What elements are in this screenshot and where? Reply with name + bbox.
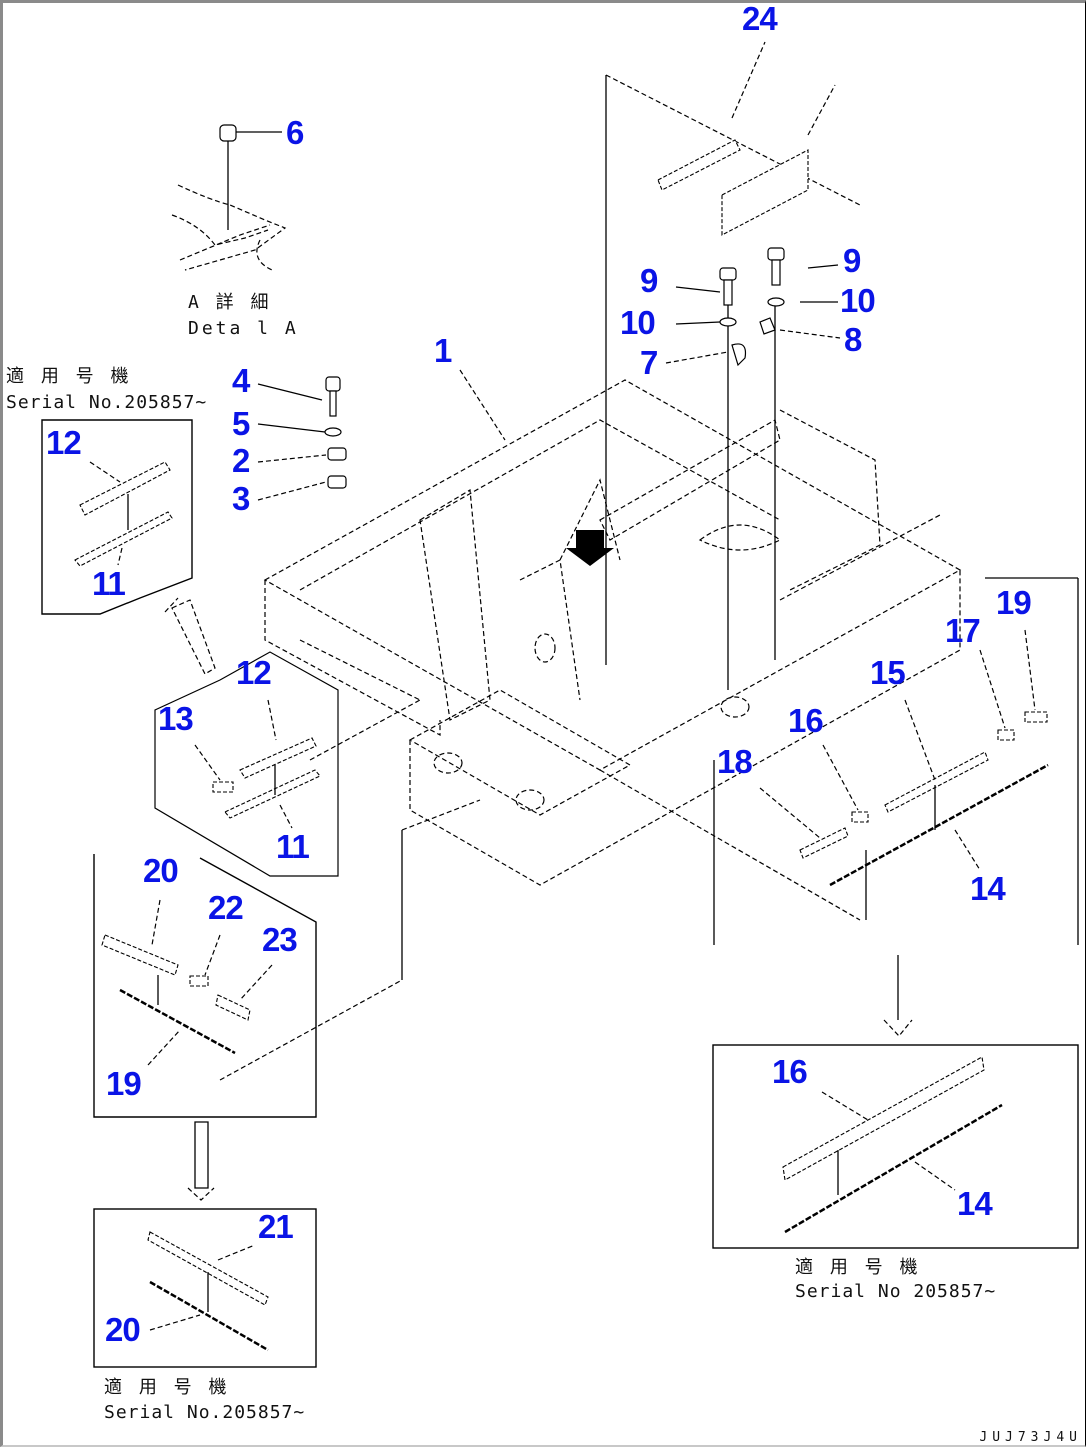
callout-11-middle: 11 — [276, 828, 310, 865]
detail-a-view — [171, 124, 287, 271]
callout-1: 1 — [434, 332, 452, 369]
arrow-down-right — [883, 955, 913, 1037]
detail-box-bottom-right — [712, 1044, 1079, 1249]
part-10-washer-right — [767, 297, 785, 307]
part-14-strip-bottom — [784, 1103, 1003, 1234]
callout-17: 18 — [717, 743, 753, 780]
part-15-plate-bottom — [782, 1056, 985, 1181]
callout-15-lower: 16 — [772, 1053, 808, 1090]
part-9-bolt-right — [767, 247, 785, 261]
serial-note-lower-left-jp: 適 用 号 機 — [104, 1377, 230, 1398]
front-direction-arrow — [566, 530, 614, 566]
part-2-cap — [327, 447, 347, 461]
part-19-strip — [119, 988, 236, 1055]
callout-23: 24 — [742, 0, 778, 37]
side-cover-assembly — [759, 629, 1049, 887]
part-14-strip — [829, 763, 1049, 887]
part-20-plate-bottom — [147, 1231, 269, 1306]
part-3-cap — [327, 475, 347, 489]
part-12-plate-mid — [239, 737, 317, 779]
callout-3: 3 — [232, 480, 250, 517]
callout-19-lower: 20 — [105, 1311, 141, 1348]
callout-16-left: 16 — [788, 702, 824, 739]
callout-10-right: 10 — [840, 282, 876, 319]
part-24-plate — [721, 149, 809, 236]
detail-a-label-jp: A 詳 細 — [188, 292, 272, 313]
callout-8: 8 — [844, 321, 862, 358]
callout-6: 6 — [286, 114, 304, 151]
callout-15-upper: 15 — [870, 654, 906, 691]
callout-19-upper: 19 — [106, 1065, 142, 1102]
part-13-block — [212, 781, 234, 793]
serial-note-upper-left-jp: 適 用 号 機 — [6, 366, 132, 387]
part-1-revolving-frame — [263, 369, 962, 886]
detail-box-middle-left — [154, 651, 339, 877]
callout-12-middle: 12 — [236, 654, 272, 691]
detail-box-lower-left — [93, 854, 317, 1118]
callout-22: 23 — [262, 921, 298, 958]
serial-note-upper-left-en: Serial No.205857~ — [6, 392, 208, 413]
serial-note-lower-right-en: Serial No 205857~ — [795, 1281, 997, 1302]
callout-2: 2 — [232, 442, 250, 479]
part-23-plate — [657, 139, 741, 191]
callout-14-lower: 14 — [957, 1185, 993, 1222]
part-16-block-right — [997, 729, 1015, 741]
part-19-strip-bottom — [149, 1280, 269, 1352]
part-6-bolt-head — [219, 124, 237, 142]
part-11-plate-mid — [224, 769, 321, 819]
serial-box-upper-left — [41, 419, 193, 615]
drawing-number: JUJ73J4U — [979, 1430, 1082, 1445]
serial-note-lower-right-jp: 適 用 号 機 — [795, 1257, 921, 1278]
callout-7: 7 — [640, 344, 658, 381]
callout-10-left: 10 — [620, 304, 656, 341]
callout-12-upper: 12 — [46, 424, 82, 461]
part-17-plate — [799, 827, 849, 859]
detail-box-bottom-left — [93, 1208, 317, 1368]
part-7-plug — [731, 343, 747, 367]
part-8-clamp — [759, 317, 776, 335]
callout-18: 19 — [996, 584, 1032, 621]
callout-16-right: 17 — [945, 612, 981, 649]
part-21-block — [189, 975, 209, 987]
part-18-block — [1024, 711, 1048, 723]
part-5-washer — [324, 427, 342, 437]
callout-5: 5 — [232, 405, 250, 442]
part-9-bolt-left — [719, 267, 737, 281]
detail-a-label-en: Deta l A — [188, 318, 299, 339]
callout-11-upper: 11 — [92, 565, 126, 602]
fasteners — [257, 247, 841, 501]
cover-plates-23-24 — [657, 41, 836, 236]
callout-21: 22 — [208, 889, 244, 926]
part-15-plate — [884, 751, 989, 813]
callout-13: 13 — [158, 700, 194, 737]
callout-9-left: 9 — [640, 262, 658, 299]
arrow-down-lower-left — [187, 1121, 215, 1201]
part-10-washer-left — [719, 317, 737, 327]
callout-14-upper: 14 — [970, 870, 1006, 907]
part-12-plate — [79, 461, 171, 516]
part-22-block — [215, 994, 251, 1021]
callout-4: 4 — [232, 362, 250, 399]
part-4-bolt — [325, 376, 341, 392]
arrow-to-upper-left-box — [164, 597, 216, 675]
part-20-plate — [101, 934, 179, 976]
callout-9-right: 9 — [843, 242, 861, 279]
part-16-block-left — [851, 811, 869, 823]
serial-note-lower-left-en: Serial No.205857~ — [104, 1402, 306, 1423]
leader-lines — [219, 74, 1079, 1081]
callout-20-lower: 21 — [258, 1208, 294, 1245]
callout-20-upper: 20 — [143, 852, 179, 889]
part-11-plate — [74, 511, 173, 567]
